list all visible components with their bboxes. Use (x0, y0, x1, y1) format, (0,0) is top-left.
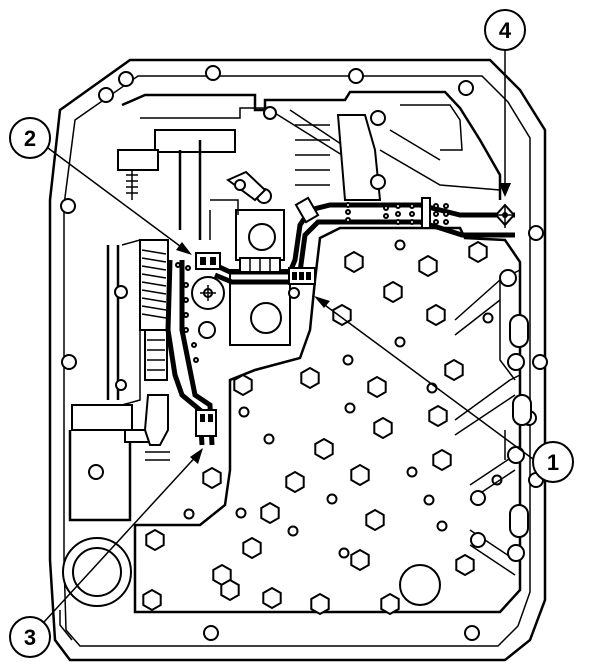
hex-bolt (344, 250, 364, 274)
harness-dot (395, 211, 401, 217)
plate-port (338, 547, 350, 559)
plate-port (344, 402, 356, 414)
harness-dot (409, 203, 415, 209)
hex-bolt (242, 536, 262, 560)
harness-dot (433, 203, 439, 209)
harness-dot (409, 219, 415, 225)
large-port (399, 564, 441, 606)
hex-bolt (233, 373, 253, 397)
callout-1: 1 (314, 296, 574, 483)
hex-bolt (332, 303, 352, 327)
wiring-harness (165, 196, 516, 446)
hex-bolt (418, 254, 438, 278)
plate-port (423, 494, 435, 506)
callout-1-label: 1 (547, 450, 559, 475)
hex-bolt (455, 553, 475, 577)
hex-bolt (145, 528, 165, 552)
plate-port (287, 525, 299, 537)
hex-bolt (432, 448, 452, 472)
hex-bolt (373, 416, 393, 440)
harness-dot (183, 327, 189, 333)
hex-bolt (468, 240, 488, 264)
plate-port (491, 474, 503, 486)
harness-dot (443, 211, 449, 217)
housing-outline (48, 58, 547, 662)
hex-bolt (314, 437, 334, 461)
separator-plate (133, 226, 522, 614)
hex-bolt (260, 501, 280, 525)
harness-dot (433, 211, 439, 217)
plate-port (183, 508, 195, 520)
harness-dot (345, 217, 351, 223)
hex-bolt (310, 592, 330, 616)
hex-bolt (365, 508, 385, 532)
harness-dot (175, 262, 181, 268)
callout-2-label: 2 (24, 126, 36, 151)
hex-bolt (380, 592, 400, 616)
harness-dot (185, 265, 191, 271)
harness-dot (433, 219, 439, 225)
hex-bolt (220, 578, 240, 602)
plate-port (342, 354, 354, 366)
harness-dot (193, 357, 199, 363)
harness-dot (443, 219, 449, 225)
plate-port (482, 312, 494, 324)
hex-bolts (142, 240, 488, 616)
hex-bolt (262, 586, 282, 610)
hex-bolt (285, 470, 305, 494)
callout-3: 3 (9, 448, 203, 658)
callout-4-label: 4 (499, 18, 512, 43)
center-block (191, 199, 291, 346)
callout-3-label: 3 (24, 625, 36, 650)
left-hardware (59, 239, 170, 641)
plate-ports (183, 239, 503, 559)
plate-port (235, 507, 247, 519)
harness-dot (191, 342, 197, 348)
hex-bolt (426, 303, 446, 327)
plate-port (436, 520, 448, 532)
plate-port (263, 433, 275, 445)
plate-port (394, 239, 406, 251)
hex-bolt (444, 358, 464, 382)
harness-dot (395, 203, 401, 209)
harness-dot (383, 213, 389, 219)
harness-dot (345, 209, 351, 215)
hex-bolt (202, 466, 222, 490)
harness-dot (183, 282, 189, 288)
hex-bolt (300, 366, 320, 390)
right-channels (454, 269, 532, 576)
callout-2: 2 (9, 117, 192, 255)
plate-port (394, 336, 406, 348)
harness-dot (409, 211, 415, 217)
harness-dot (395, 219, 401, 225)
harness-dot (383, 205, 389, 211)
upper-valve-structure (117, 90, 502, 240)
callout-4: 4 (484, 9, 526, 197)
harness-dot (443, 203, 449, 209)
harness-dot (345, 202, 351, 208)
hex-bolt (350, 463, 370, 487)
harness-dot (183, 312, 189, 318)
hex-bolt (367, 375, 387, 399)
hex-bolt (428, 404, 448, 428)
plate-port (238, 406, 250, 418)
plate-port (406, 466, 418, 478)
hex-bolt (350, 548, 370, 572)
hex-bolt (142, 588, 162, 612)
plate-port (326, 493, 338, 505)
perimeter-bolt-holes (60, 65, 548, 641)
hex-bolt (383, 280, 403, 304)
harness-dot (183, 297, 189, 303)
